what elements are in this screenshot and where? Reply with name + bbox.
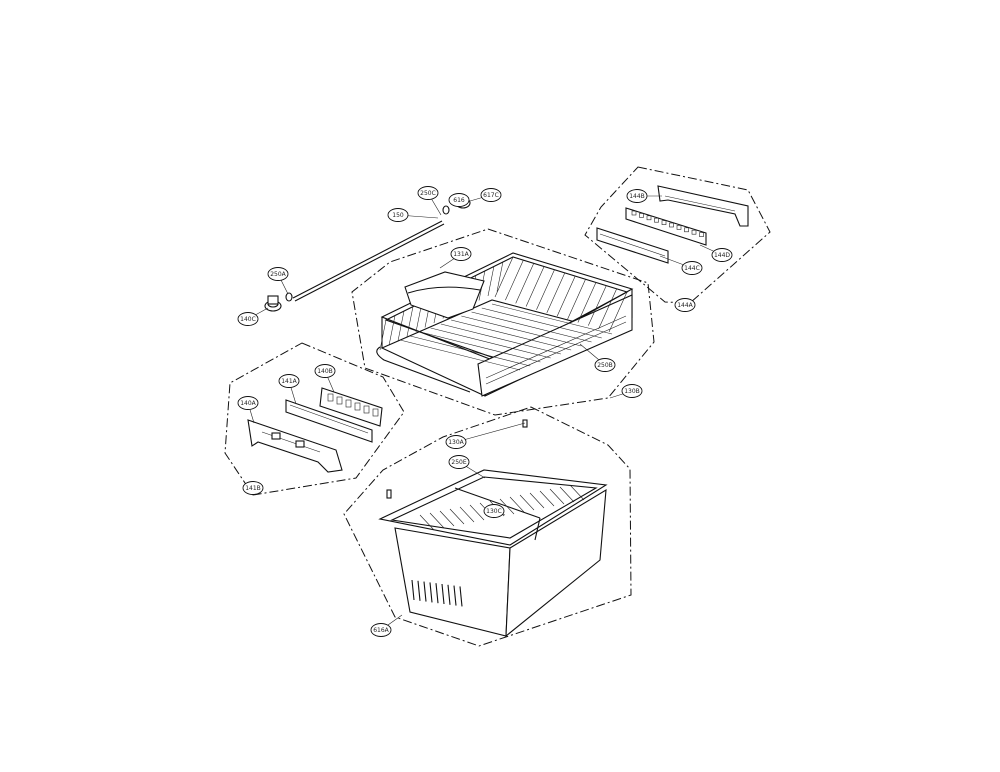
- callout-label: 150: [392, 212, 404, 219]
- callout-label: 617C: [483, 192, 499, 199]
- callout-label: 144D: [714, 252, 730, 259]
- drawer-clip-left: [386, 489, 392, 499]
- callout-144a: 144A: [674, 298, 696, 312]
- callout-616: 616: [448, 193, 470, 207]
- callout-label: 130C: [486, 508, 502, 515]
- callout-141a: 141A: [278, 374, 300, 405]
- callout-label: 140B: [317, 368, 333, 375]
- callout-label: 616: [453, 197, 465, 204]
- pinion-gear-left: [264, 295, 282, 312]
- callout-label: 140C: [240, 316, 256, 323]
- callout-label: 250B: [597, 362, 613, 369]
- callout-144c: 144C: [659, 255, 703, 275]
- callout-label: 250A: [270, 271, 286, 278]
- rail-slide-upper: [596, 227, 669, 264]
- group-outline-left-rail: [224, 342, 405, 496]
- callout-label: 250C: [420, 190, 436, 197]
- rail-gear-strip: [625, 207, 707, 246]
- wire-basket: [376, 252, 634, 397]
- callout-label: 130B: [624, 388, 640, 395]
- callout-250a: 250A: [267, 267, 289, 295]
- callout-140c: 140C: [237, 307, 269, 326]
- callout-250c: 250C: [417, 186, 442, 216]
- callout-label: 144A: [677, 302, 693, 309]
- rail-slide-left: [285, 399, 373, 443]
- rail-bracket-upper: [657, 185, 749, 227]
- callout-144d: 144D: [699, 244, 733, 262]
- washer-right: [442, 205, 450, 215]
- callout-label: 250E: [451, 459, 466, 466]
- callout-140b: 140B: [314, 364, 336, 393]
- crisper-drawer: [378, 469, 608, 638]
- callout-label: 130A: [448, 439, 464, 446]
- callout-label: 144B: [629, 193, 645, 200]
- rail-bracket-left: [247, 419, 343, 473]
- callout-label: 140A: [240, 400, 256, 407]
- callout-250b: 250B: [579, 343, 616, 372]
- callout-131a: 131A: [439, 247, 472, 269]
- group-outline-drawer: [343, 406, 632, 647]
- callout-141b: 141B: [242, 481, 264, 495]
- callout-144b: 144B: [626, 189, 662, 203]
- callout-label: 141B: [245, 485, 261, 492]
- callout-label: 131A: [453, 251, 469, 258]
- callout-130a: 130A: [445, 422, 526, 449]
- washer-left: [285, 292, 293, 302]
- group-outline-basket: [351, 228, 655, 416]
- callout-label: 141A: [281, 378, 297, 385]
- callout-label: 616A: [373, 627, 389, 634]
- callout-label: 144C: [684, 265, 700, 272]
- rail-cover-left: [319, 387, 383, 427]
- callout-150: 150: [387, 208, 439, 222]
- callout-616a: 616A: [370, 614, 403, 637]
- callout-130c: 130C: [483, 504, 506, 518]
- callout-617c: 617C: [469, 188, 502, 202]
- callout-140a: 140A: [237, 396, 259, 424]
- slide-shaft: [292, 220, 445, 302]
- callout-250e: 250E: [448, 455, 486, 479]
- callout-130b: 130B: [609, 384, 643, 399]
